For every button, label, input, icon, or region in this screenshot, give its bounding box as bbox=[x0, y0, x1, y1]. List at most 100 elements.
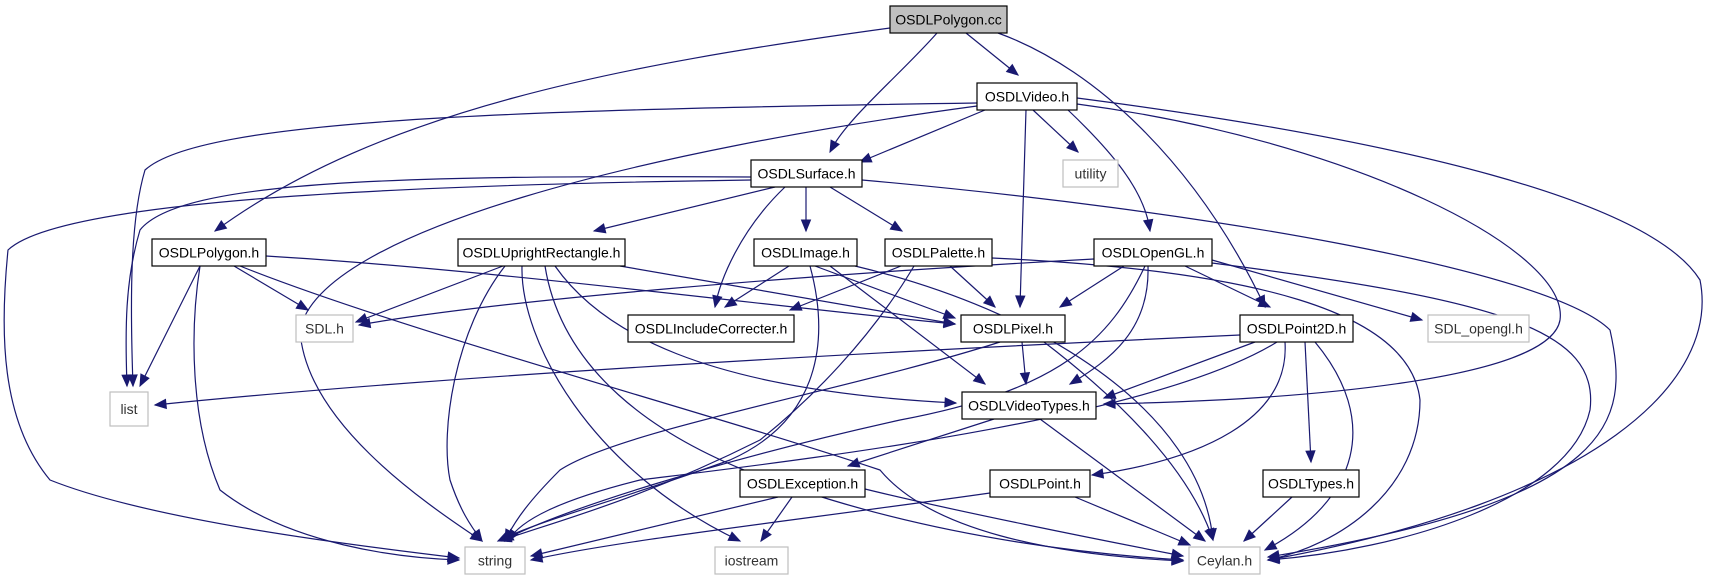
node-osdl-video-types-h[interactable]: OSDLVideoTypes.h bbox=[961, 391, 1097, 420]
edge-osdl-polygon-h-to-list bbox=[139, 265, 201, 388]
edge-line bbox=[861, 179, 1617, 558]
node-box bbox=[960, 314, 1066, 343]
edge-line bbox=[1091, 341, 1286, 476]
edge-line bbox=[1039, 418, 1206, 542]
node-osdl-image-h[interactable]: OSDLImage.h bbox=[753, 238, 858, 267]
edge-osdl-opengl-h-to-sdl-opengl-h bbox=[1211, 259, 1424, 322]
node-box bbox=[714, 546, 789, 575]
edge-line bbox=[1304, 341, 1312, 463]
node-osdl-opengl-h[interactable]: OSDLOpenGL.h bbox=[1093, 238, 1213, 267]
edge-osdl-image-h-to-osdl-include-correcter-h bbox=[723, 265, 790, 308]
node-label: Ceylan.h bbox=[1197, 553, 1252, 569]
node-box bbox=[961, 391, 1097, 420]
edge-line bbox=[499, 265, 915, 542]
node-list[interactable]: list bbox=[109, 391, 149, 427]
edge-line bbox=[619, 265, 956, 325]
node-box bbox=[889, 5, 1008, 34]
node-osdl-polygon-h[interactable]: OSDLPolygon.h bbox=[151, 238, 267, 267]
node-osdl-point-h[interactable]: OSDLPoint.h bbox=[989, 469, 1091, 498]
node-osdl-polygon-cc[interactable]: OSDLPolygon.cc bbox=[889, 5, 1008, 34]
arrowhead bbox=[712, 294, 723, 309]
edge-line bbox=[789, 265, 902, 311]
node-utility[interactable]: utility bbox=[1062, 159, 1119, 188]
arrowhead bbox=[1015, 295, 1026, 309]
node-label: utility bbox=[1075, 166, 1107, 182]
edge-osdl-video-types-h-to-osdl-exception-h bbox=[846, 418, 995, 468]
edge-line bbox=[530, 492, 991, 561]
arrowhead bbox=[1005, 63, 1020, 76]
edge-osdl-video-h-to-osdl-surface-h bbox=[858, 109, 986, 163]
node-sdl-h[interactable]: SDL.h bbox=[295, 314, 354, 343]
node-box bbox=[753, 238, 858, 267]
edge-osdl-types-h-to-ceylan-h bbox=[1243, 496, 1293, 542]
edge-line bbox=[299, 105, 978, 542]
arrowhead bbox=[529, 552, 544, 563]
edge-osdl-video-h-to-ceylan-h bbox=[1076, 97, 1703, 564]
arrowhead bbox=[1019, 372, 1031, 386]
node-osdl-include-correcter-h[interactable]: OSDLIncludeCorrecter.h bbox=[627, 314, 795, 343]
arrowhead bbox=[1090, 468, 1105, 479]
edge-osdl-video-h-to-osdl-opengl-h bbox=[1067, 109, 1154, 233]
node-osdl-pixel-h[interactable]: OSDLPixel.h bbox=[960, 314, 1066, 343]
node-ceylan-h[interactable]: Ceylan.h bbox=[1188, 546, 1261, 575]
node-osdl-types-h[interactable]: OSDLTypes.h bbox=[1262, 469, 1360, 498]
edge-osdl-point2d-h-to-ceylan-h bbox=[1263, 341, 1354, 551]
node-label: OSDLVideo.h bbox=[985, 89, 1069, 105]
arrowhead bbox=[1058, 296, 1073, 308]
edge-line bbox=[829, 186, 903, 232]
node-label: list bbox=[120, 401, 137, 417]
arrowhead bbox=[1409, 311, 1424, 322]
node-label: OSDLPalette.h bbox=[892, 245, 985, 261]
node-sdl-opengl-h[interactable]: SDL_opengl.h bbox=[1427, 314, 1530, 343]
edge-osdl-exception-h-to-iostream bbox=[760, 496, 793, 543]
node-label: iostream bbox=[725, 553, 779, 569]
edge-osdl-upright-rectangle-h-to-string bbox=[446, 265, 506, 543]
edge-osdl-image-h-to-osdl-video-types-h bbox=[829, 265, 987, 385]
arrowhead bbox=[1243, 529, 1256, 542]
arrowhead bbox=[213, 219, 228, 232]
edge-osdl-surface-h-to-osdl-palette-h bbox=[829, 186, 904, 232]
edge-line bbox=[130, 102, 978, 387]
node-osdl-palette-h[interactable]: OSDLPalette.h bbox=[884, 238, 993, 267]
edge-osdl-palette-h-to-osdl-include-correcter-h bbox=[788, 265, 902, 311]
arrowhead bbox=[139, 373, 150, 388]
edge-osdl-point-h-to-string bbox=[529, 492, 991, 563]
node-string[interactable]: string bbox=[464, 546, 526, 575]
edge-line bbox=[530, 496, 779, 557]
arrowhead bbox=[723, 296, 738, 308]
edge-line bbox=[1211, 259, 1423, 321]
node-box bbox=[1188, 546, 1261, 575]
node-osdl-upright-rectangle-h[interactable]: OSDLUprightRectangle.h bbox=[457, 238, 626, 267]
arrowhead bbox=[942, 309, 957, 319]
edge-osdl-upright-rectangle-h-to-osdl-video-types-h bbox=[554, 265, 958, 408]
edge-line bbox=[504, 341, 1001, 542]
node-osdl-video-h[interactable]: OSDLVideo.h bbox=[976, 82, 1078, 111]
arrowhead bbox=[944, 397, 958, 408]
node-osdl-exception-h[interactable]: OSDLException.h bbox=[739, 469, 866, 498]
node-label: OSDLSurface.h bbox=[757, 166, 855, 182]
node-osdl-surface-h[interactable]: OSDLSurface.h bbox=[750, 159, 863, 188]
node-box bbox=[627, 314, 795, 343]
edge-osdl-surface-h-to-string bbox=[3, 179, 752, 562]
node-osdl-point2d-h[interactable]: OSDLPoint2D.h bbox=[1239, 314, 1354, 343]
node-iostream[interactable]: iostream bbox=[714, 546, 789, 575]
edge-osdl-opengl-h-to-osdl-pixel-h bbox=[1058, 265, 1125, 308]
node-box bbox=[295, 314, 354, 343]
arrowhead bbox=[121, 374, 132, 388]
edge-osdl-polygon-cc-to-osdl-polygon-h bbox=[213, 27, 891, 232]
edge-line bbox=[859, 109, 986, 163]
edge-osdl-opengl-h-to-ceylan-h bbox=[1211, 262, 1592, 565]
edge-line bbox=[1184, 265, 1271, 308]
node-label: OSDLOpenGL.h bbox=[1102, 245, 1205, 261]
arrowhead bbox=[1102, 389, 1117, 399]
edge-osdl-palette-h-to-osdl-pixel-h bbox=[949, 265, 996, 308]
edge-line bbox=[446, 265, 506, 542]
edge-line bbox=[1059, 265, 1125, 308]
node-label: OSDLPixel.h bbox=[973, 321, 1053, 337]
node-box bbox=[1062, 159, 1119, 188]
arrowhead bbox=[1204, 527, 1215, 542]
edge-osdl-video-h-to-utility bbox=[1032, 109, 1079, 153]
node-label: OSDLTypes.h bbox=[1268, 476, 1354, 492]
